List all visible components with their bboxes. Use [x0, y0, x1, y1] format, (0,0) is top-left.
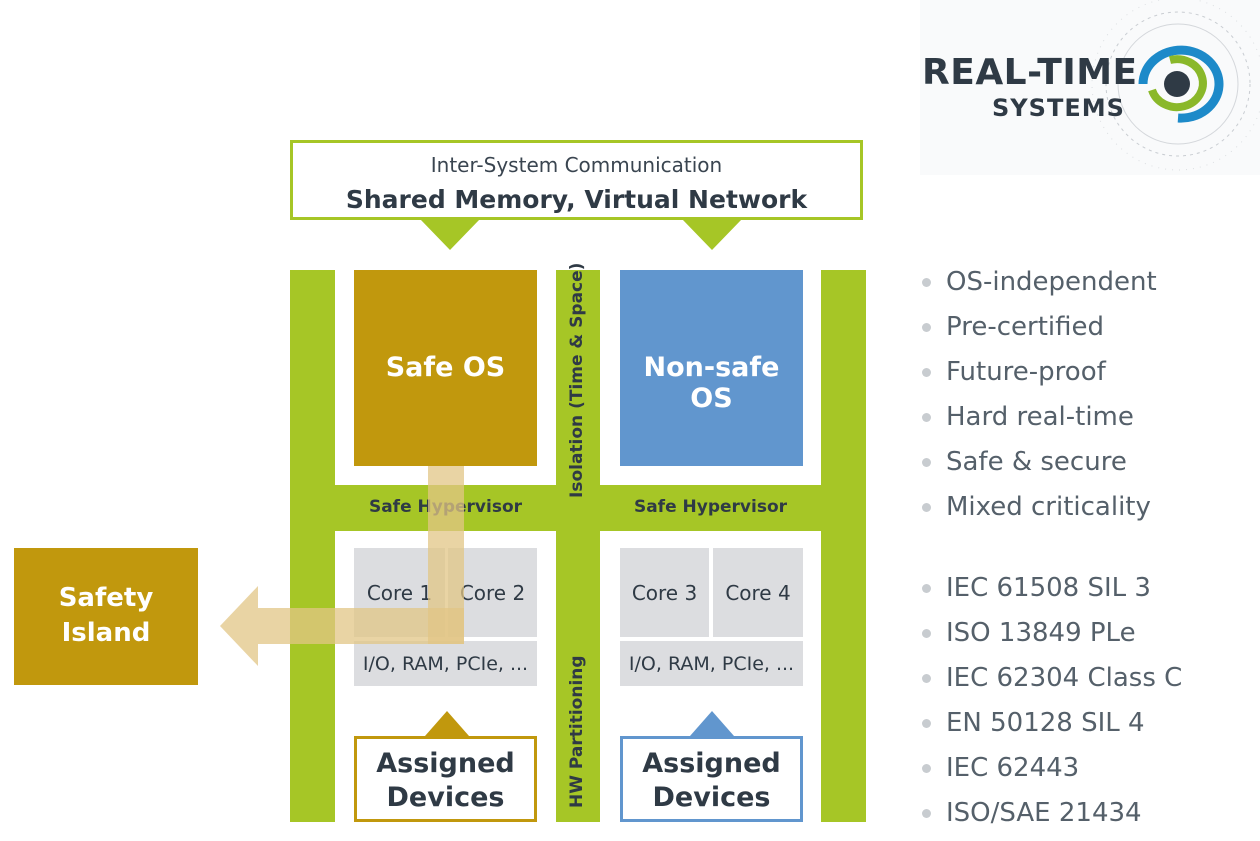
bullet-dot-icon: [922, 323, 931, 332]
inter-system-communication-box: Inter-System Communication Shared Memory…: [290, 140, 863, 220]
bullet-dot-icon: [922, 629, 931, 638]
core-4-box: Core 4: [713, 548, 803, 637]
hypervisor-frame-left: [290, 270, 335, 822]
nonsafe-assigned-devices-box: Assigned Devices: [620, 736, 803, 822]
safe-os-label: Safe OS: [385, 352, 506, 383]
feature-item: OS-independent: [922, 260, 1157, 305]
core-4-label: Core 4: [725, 581, 791, 605]
isolation-label: Isolation (Time & Space): [567, 262, 587, 498]
nonsafe-hypervisor-label: Safe Hypervisor: [633, 497, 788, 517]
nonsafe-devices-arrow-icon: [690, 711, 734, 736]
safety-island-line2: Island: [61, 618, 151, 648]
communication-title: Shared Memory, Virtual Network: [345, 185, 808, 214]
safe-io-box: I/O, RAM, PCIe, ...: [354, 641, 537, 686]
feature-item: Safe & secure: [922, 440, 1157, 485]
company-logo: REAL-TIME SYSTEMS: [920, 0, 1260, 175]
feature-item: Hard real-time: [922, 395, 1157, 440]
communication-subtitle: Inter-System Communication: [430, 153, 723, 177]
hw-partitioning-label: HW Partitioning: [567, 655, 587, 808]
certification-item: ISO 13849 PLe: [922, 611, 1182, 656]
logo-emblem-icon: [1091, 0, 1260, 171]
bullet-dot-icon: [922, 278, 931, 287]
logo-line2: SYSTEMS: [992, 94, 1125, 122]
safety-island-box: Safety Island: [14, 548, 198, 685]
nonsafe-io-box: I/O, RAM, PCIe, ...: [620, 641, 803, 686]
nonsafe-os-label: Non-safe OS: [643, 352, 780, 414]
safe-devices-line1: Assigned: [376, 748, 515, 779]
safe-io-label: I/O, RAM, PCIe, ...: [362, 653, 529, 675]
hypervisor-frame-right: [821, 270, 866, 822]
core-1-box: Core 1: [354, 548, 445, 637]
nonsafe-os-box: Non-safe OS: [620, 270, 803, 466]
nonsafe-devices-line1: Assigned: [642, 748, 781, 779]
safe-devices-line2: Devices: [386, 782, 505, 813]
safety-island-line1: Safety: [58, 583, 154, 613]
bullet-dot-icon: [922, 458, 931, 467]
safe-devices-arrow-icon: [425, 711, 469, 736]
bullet-dot-icon: [922, 674, 931, 683]
logo-line1: REAL-TIME: [922, 52, 1138, 93]
certification-item: ISO/SAE 21434: [922, 791, 1182, 836]
comm-arrow-right-icon: [682, 219, 742, 250]
core-2-label: Core 2: [459, 581, 526, 605]
core-2-box: Core 2: [448, 548, 537, 637]
core-3-box: Core 3: [620, 548, 709, 637]
feature-item: Mixed criticality: [922, 485, 1157, 530]
safe-hypervisor-label: Safe Hypervisor: [368, 497, 523, 517]
bullet-dot-icon: [922, 413, 931, 422]
bullet-dot-icon: [922, 368, 931, 377]
bullet-dot-icon: [922, 584, 931, 593]
certifications-list: IEC 61508 SIL 3 ISO 13849 PLe IEC 62304 …: [922, 566, 1182, 836]
safe-os-box: Safe OS: [354, 270, 537, 466]
certification-item: IEC 62304 Class C: [922, 656, 1182, 701]
core-1-label: Core 1: [366, 581, 433, 605]
safe-assigned-devices-box: Assigned Devices: [354, 736, 537, 822]
certification-item: IEC 62443: [922, 746, 1182, 791]
bullet-dot-icon: [922, 503, 931, 512]
isolation-bar: [556, 270, 600, 822]
features-list: OS-independent Pre-certified Future-proo…: [922, 260, 1157, 530]
comm-arrow-left-icon: [420, 219, 480, 250]
bullet-dot-icon: [922, 719, 931, 728]
certification-item: EN 50128 SIL 4: [922, 701, 1182, 746]
certification-item: IEC 61508 SIL 3: [922, 566, 1182, 611]
nonsafe-devices-line2: Devices: [652, 782, 771, 813]
bullet-dot-icon: [922, 809, 931, 818]
hypervisor-band: [290, 485, 866, 531]
nonsafe-io-label: I/O, RAM, PCIe, ...: [628, 653, 795, 675]
feature-item: Future-proof: [922, 350, 1157, 395]
bullet-dot-icon: [922, 764, 931, 773]
feature-item: Pre-certified: [922, 305, 1157, 350]
core-3-label: Core 3: [631, 581, 698, 605]
